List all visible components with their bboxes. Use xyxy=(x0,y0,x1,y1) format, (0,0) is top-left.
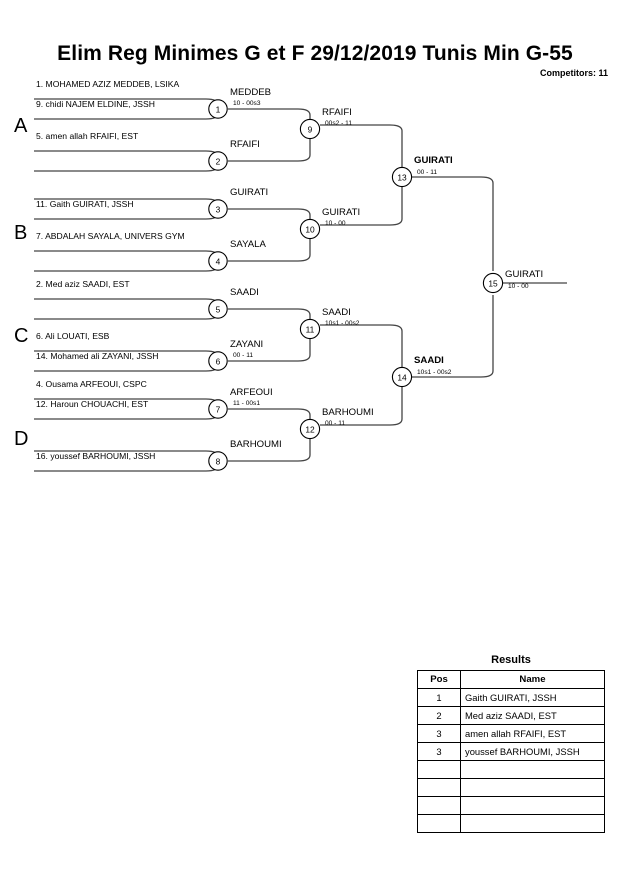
entrant-name: 7. ABDALAH SAYALA, UNIVERS GYM xyxy=(36,231,185,241)
match-score: 00s2 - 11 xyxy=(325,120,353,127)
match-winner: BARHOUMI xyxy=(322,407,374,418)
match-score: 00 - 11 xyxy=(325,420,346,427)
result-name xyxy=(460,814,605,833)
match-winner: GUIRATI xyxy=(230,187,269,198)
entrant-name: 6. Ali LOUATI, ESB xyxy=(36,331,110,341)
match-node-circles xyxy=(208,99,504,471)
champion-name: GUIRATI xyxy=(505,269,544,280)
match-winner: SAADI xyxy=(230,287,259,298)
match-score: 10s1 - 00s2 xyxy=(325,320,360,327)
match-number: 7 xyxy=(216,405,221,415)
section-letter-c: C xyxy=(14,325,29,347)
result-pos xyxy=(417,814,461,833)
match-number: 3 xyxy=(216,205,221,215)
entrant-name: 4. Ousama ARFEOUI, CSPC xyxy=(36,379,147,389)
result-name: amen allah RFAIFI, EST xyxy=(460,724,605,743)
results-table: Pos Name 1 Gaith GUIRATI, JSSH 2 Med azi… xyxy=(417,670,605,833)
match-winner: GUIRATI xyxy=(322,207,361,218)
match-number: 14 xyxy=(397,373,407,383)
results-col-name: Name xyxy=(460,670,605,689)
table-row: 3 youssef BARHOUMI, JSSH xyxy=(417,742,605,761)
result-pos: 1 xyxy=(417,688,461,707)
section-letter-d: D xyxy=(14,428,29,450)
match-number: 15 xyxy=(488,279,498,289)
match-number: 4 xyxy=(216,257,221,267)
match-winner: SAADI xyxy=(322,307,351,318)
result-name xyxy=(460,760,605,779)
match-winner: RFAIFI xyxy=(322,107,352,118)
table-row: 3 amen allah RFAIFI, EST xyxy=(417,724,605,743)
result-pos xyxy=(417,796,461,815)
match-winner: ARFEOUI xyxy=(230,387,273,398)
entrant-name: 1. MOHAMED AZIZ MEDDEB, LSIKA xyxy=(36,79,180,89)
result-name: youssef BARHOUMI, JSSH xyxy=(460,742,605,761)
result-name xyxy=(460,778,605,797)
result-pos: 2 xyxy=(417,706,461,725)
match-number: 10 xyxy=(305,225,315,235)
table-row: 1 Gaith GUIRATI, JSSH xyxy=(417,688,605,707)
entrant-name: 16. youssef BARHOUMI, JSSH xyxy=(36,451,156,461)
entrant-name: 5. amen allah RFAIFI, EST xyxy=(36,131,139,141)
match-number: 5 xyxy=(216,305,221,315)
match-score: 10 - 00s3 xyxy=(233,100,261,107)
table-row xyxy=(417,760,605,779)
entrant-name: 14. Mohamed ali ZAYANI, JSSH xyxy=(36,351,159,361)
page-title: Elim Reg Minimes G et F 29/12/2019 Tunis… xyxy=(57,42,573,65)
entrant-name: 9. chidi NAJEM ELDINE, JSSH xyxy=(36,99,155,109)
match-score: 00 - 11 xyxy=(417,169,438,176)
table-row xyxy=(417,796,605,815)
match-number: 9 xyxy=(308,125,313,135)
bracket-lines: 1 2 3 4 5 6 7 8 9 10 11 12 13 14 15 xyxy=(34,98,567,472)
result-pos: 3 xyxy=(417,742,461,761)
match-winner: GUIRATI xyxy=(414,155,453,166)
results-col-pos: Pos xyxy=(417,670,461,689)
match-number: 6 xyxy=(216,357,221,367)
result-pos: 3 xyxy=(417,724,461,743)
match-number: 2 xyxy=(216,157,221,167)
match-score: 11 - 00s1 xyxy=(233,400,261,407)
match-number: 1 xyxy=(216,105,221,115)
section-letter-b: B xyxy=(14,222,28,244)
match-number: 12 xyxy=(305,425,315,435)
entrant-name: 11. Gaith GUIRATI, JSSH xyxy=(36,199,134,209)
result-pos xyxy=(417,760,461,779)
entrant-name: 2. Med aziz SAADI, EST xyxy=(36,279,130,289)
result-pos xyxy=(417,778,461,797)
match-winner: SAADI xyxy=(414,355,444,366)
results-title: Results xyxy=(491,654,531,666)
result-name: Med aziz SAADI, EST xyxy=(460,706,605,725)
match-number: 11 xyxy=(306,325,315,335)
match-winner: SAYALA xyxy=(230,239,266,250)
match-score: 10 - 00 xyxy=(325,220,346,227)
match-number: 13 xyxy=(397,173,407,183)
section-letter-a: A xyxy=(14,115,28,137)
match-winner: MEDDEB xyxy=(230,87,272,98)
table-row: 2 Med aziz SAADI, EST xyxy=(417,706,605,725)
table-row xyxy=(417,814,605,833)
champion-score: 10 - 00 xyxy=(508,283,529,290)
match-score: 10s1 - 00s2 xyxy=(417,369,452,376)
match-winner: RFAIFI xyxy=(230,139,260,150)
entrant-name: 12. Haroun CHOUACHI, EST xyxy=(36,399,149,409)
table-row xyxy=(417,778,605,797)
match-score: 00 - 11 xyxy=(233,352,254,359)
competitors-count: Competitors: 11 xyxy=(539,68,608,78)
match-winner: ZAYANI xyxy=(230,339,264,350)
results-panel: Results Pos Name 1 Gaith GUIRATI, JSSH 2… xyxy=(417,654,605,833)
result-name: Gaith GUIRATI, JSSH xyxy=(460,688,605,707)
match-winner: BARHOUMI xyxy=(230,439,282,450)
match-number: 8 xyxy=(216,457,221,467)
result-name xyxy=(460,796,605,815)
results-header-row: Pos Name xyxy=(417,670,605,689)
